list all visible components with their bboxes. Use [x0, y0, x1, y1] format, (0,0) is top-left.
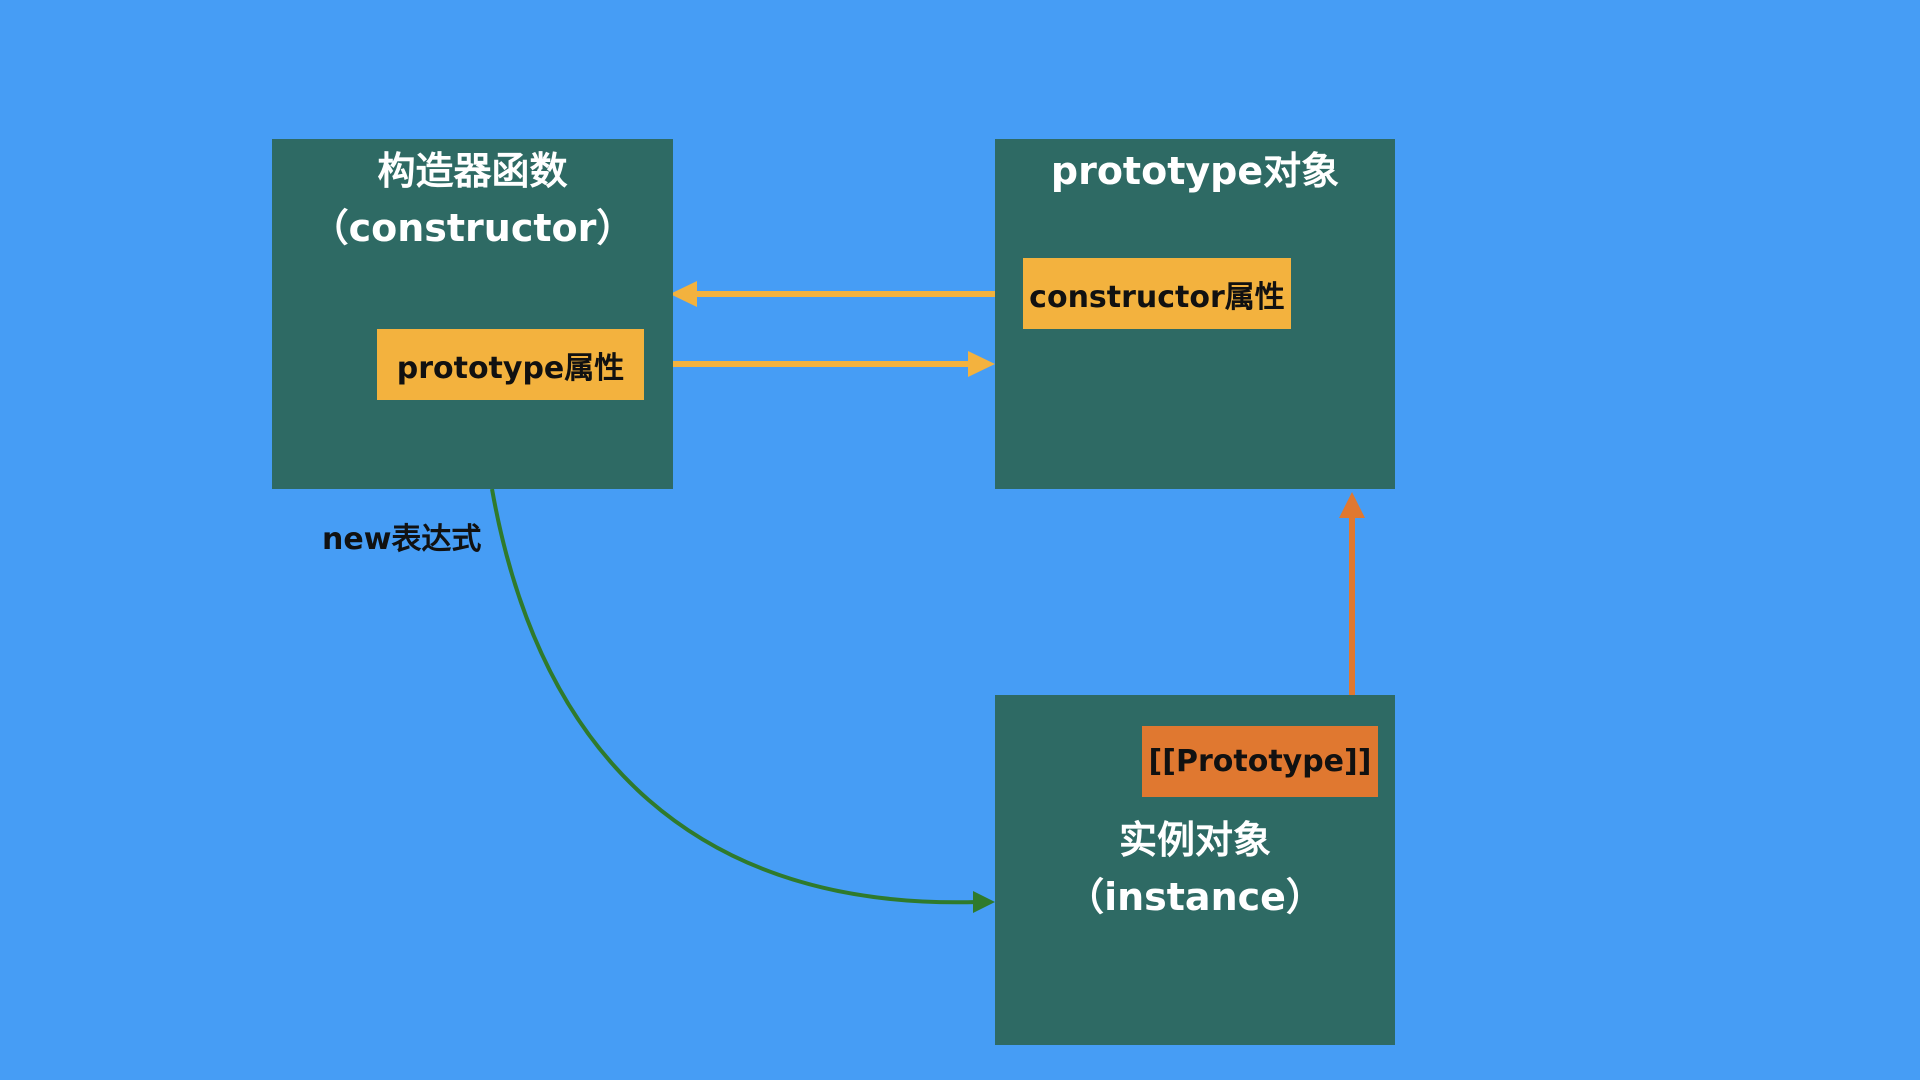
instance-object-subtitle: （instance）	[1066, 875, 1324, 919]
instance-object-title: 实例对象	[1118, 818, 1271, 862]
constructor-function-box	[272, 139, 673, 489]
constructor-function-title: 构造器函数	[377, 149, 568, 193]
prototype-property-arrowhead	[968, 351, 995, 377]
new-expression-curve	[490, 488, 979, 905]
constructor-property-tag: constructor属性	[1023, 258, 1291, 329]
prototype-property-tag: prototype属性	[377, 329, 644, 400]
constructor-property-arrowhead	[670, 281, 697, 307]
prototype-object-title: prototype对象	[1050, 149, 1340, 193]
new-expression-label: new表达式	[322, 522, 482, 557]
constructor-function-subtitle: （constructor）	[310, 206, 635, 250]
prototype-internal-arrowhead	[1339, 492, 1365, 518]
new-expression-arrowhead	[973, 891, 995, 913]
prototype-internal-slot-tag: [[Prototype]]	[1142, 726, 1378, 797]
